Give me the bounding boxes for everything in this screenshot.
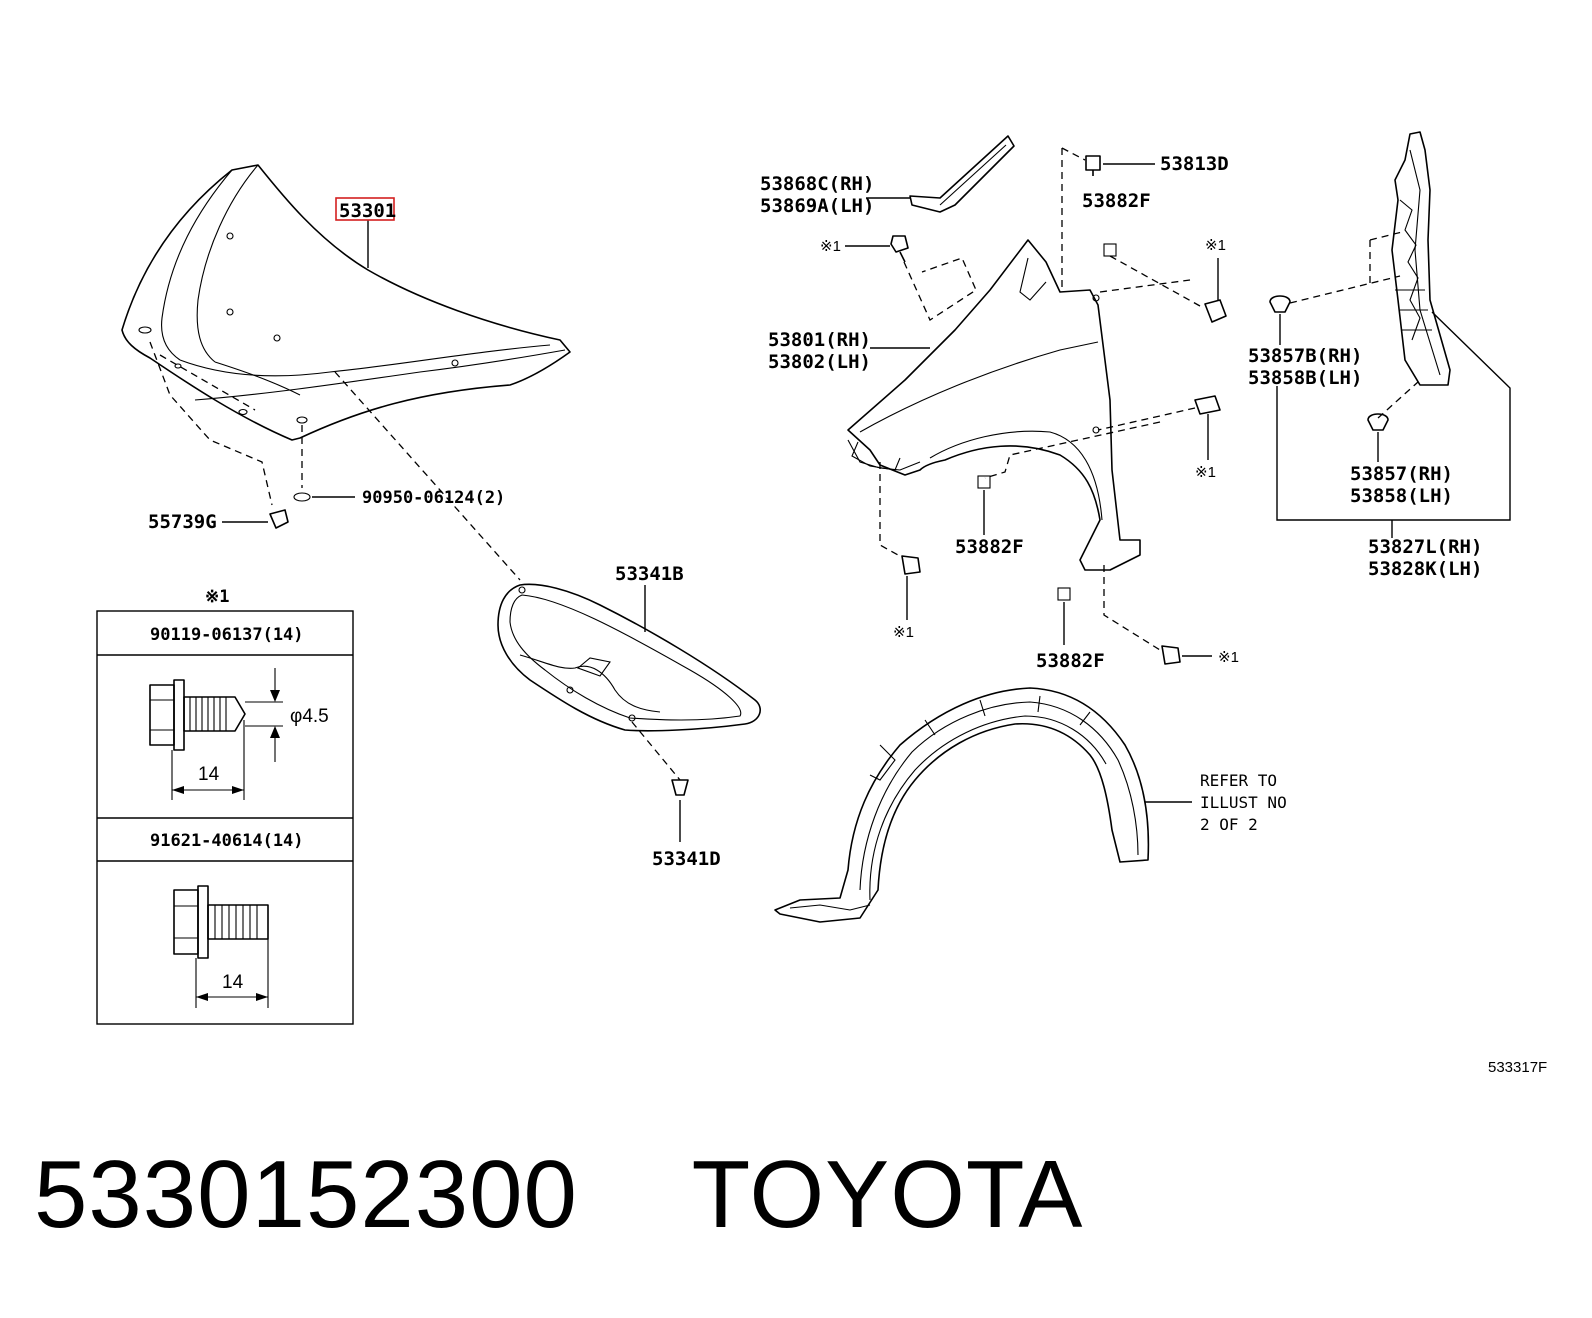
mark-1-e: ※1 — [1218, 649, 1239, 666]
fender-lh-callout: 53802(LH) — [768, 351, 871, 373]
fastener-row1-length: 14 — [198, 764, 220, 785]
tapping-bolt-icon — [149, 668, 283, 800]
part-number: 5330152300 — [34, 1141, 578, 1248]
fastener-table-title: ※1 — [205, 587, 229, 607]
clip-top-icon — [1085, 155, 1101, 176]
protector-clip-b-rh-callout: 53857B(RH) — [1248, 345, 1362, 367]
insulator-clip-callout: 53341D — [652, 848, 721, 870]
hood-cushion-callout: 90950-06124(2) — [362, 488, 505, 508]
nut-c-icon — [1057, 587, 1071, 601]
bolt-icon-d — [901, 555, 921, 575]
mark-1-a: ※1 — [820, 238, 841, 255]
protector-clip-icon — [1367, 413, 1389, 431]
hood-callout-highlight — [335, 197, 395, 221]
mark-1-d: ※1 — [893, 624, 914, 641]
nut-a-callout: 53882F — [1082, 190, 1151, 212]
insulator-clip-icon — [671, 779, 689, 796]
protector-lh-callout: 53828K(LH) — [1368, 558, 1482, 580]
protector-clip-rh-callout: 53857(RH) — [1350, 463, 1453, 485]
bolt-icon-c — [1194, 395, 1221, 415]
fender-liner-drawing — [774, 687, 1150, 923]
nut-b-callout: 53882F — [955, 536, 1024, 558]
fastener-row1-diameter: φ4.5 — [290, 706, 329, 727]
hood-drawing — [121, 164, 571, 441]
fender-seal-drawing — [909, 135, 1015, 213]
part-caption: 5330152300 TOYOTA — [34, 1140, 1083, 1250]
protector-clip-lh-callout: 53858(LH) — [1350, 485, 1453, 507]
hood-stopper-callout: 55739G — [148, 511, 217, 533]
protector-rh-callout: 53827L(RH) — [1368, 536, 1482, 558]
protector-clip-b-lh-callout: 53858B(LH) — [1248, 367, 1362, 389]
nut-b-icon — [977, 475, 991, 489]
illustration-code: 533317F — [1488, 1059, 1547, 1076]
nut-a-icon — [1103, 243, 1117, 257]
fender-protector-drawing — [1391, 131, 1451, 386]
fastener-row2-part: 91621-40614(14) — [150, 831, 304, 851]
front-fender-drawing — [847, 239, 1141, 571]
hood-cushion-icon — [293, 492, 311, 502]
hood-callout: 53301 — [339, 200, 396, 222]
clip-top-callout: 53813D — [1160, 153, 1229, 175]
bolt-icon-b — [1204, 299, 1227, 323]
mark-1-c: ※1 — [1195, 464, 1216, 481]
mark-1-b: ※1 — [1205, 237, 1226, 254]
refer-note-line1: REFER TO — [1200, 771, 1277, 790]
seal-rh-callout: 53868C(RH) — [760, 173, 874, 195]
hood-insulator-drawing — [497, 583, 761, 732]
refer-note-line3: 2 OF 2 — [1200, 815, 1258, 834]
hood-stopper-icon — [269, 509, 289, 529]
nut-c-callout: 53882F — [1036, 650, 1105, 672]
fastener-table: ※1 90119-06137(14) 91621-40614(14) — [96, 587, 354, 1025]
refer-note-line2: ILLUST NO — [1200, 793, 1287, 812]
fastener-row1-part: 90119-06137(14) — [150, 625, 304, 645]
protector-clip-b-icon — [1269, 295, 1291, 313]
flange-bolt-icon — [173, 885, 269, 1008]
fender-rh-callout: 53801(RH) — [768, 329, 871, 351]
bolt-icon-e — [1161, 645, 1181, 665]
fastener-row2-length: 14 — [222, 972, 244, 993]
bolt-icon-a — [890, 235, 909, 263]
seal-lh-callout: 53869A(LH) — [760, 195, 874, 217]
insulator-callout: 53341B — [615, 563, 684, 585]
brand-name: TOYOTA — [691, 1141, 1084, 1248]
